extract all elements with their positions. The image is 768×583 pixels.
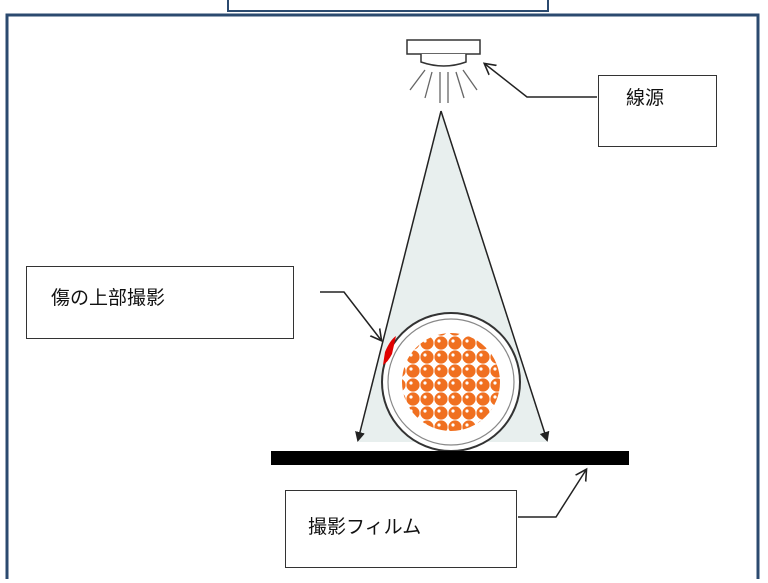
outer-frame — [5, 13, 760, 583]
film-label: 撮影フィルム — [285, 490, 517, 568]
source-label-text: 線源 — [626, 86, 665, 109]
pipe — [381, 312, 521, 452]
source-pointer — [485, 64, 597, 98]
top-tab — [227, 0, 549, 12]
defect-pointer — [320, 291, 381, 340]
source-label: 線源 — [598, 75, 717, 147]
defect-label: 傷の上部撮影 — [26, 266, 294, 339]
film-label-text: 撮影フィルム — [308, 515, 422, 538]
source-device — [406, 39, 481, 103]
defect-mark — [383, 336, 396, 365]
beam-left-edge — [355, 110, 442, 442]
defect-label-text: 傷の上部撮影 — [51, 287, 166, 309]
beam-right-edge — [440, 110, 550, 442]
film-pointer — [518, 470, 586, 518]
radiation-rays — [409, 69, 478, 103]
pipe-contents — [402, 333, 500, 431]
film-plate — [271, 451, 629, 465]
